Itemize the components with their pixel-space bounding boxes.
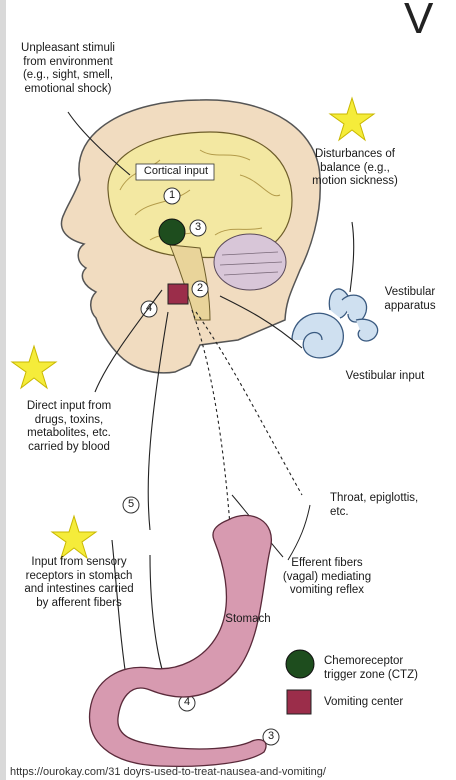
brain [107,131,293,259]
star-icon [50,514,98,560]
stomach [88,514,273,768]
number-2: 2 [196,282,204,294]
number-4-brain: 4 [145,302,153,314]
label-unpleasant-stimuli: Unpleasant stimuli from environment (e.g… [21,42,115,95]
vomiting-center-marker [167,283,189,305]
source-link[interactable]: https://ourokay.com/31 doyrs-used-to-tre… [10,766,326,778]
legend-ctz-label: Chemoreceptor trigger zone (CTZ) [324,655,418,681]
label-sensory-input: Input from sensory receptors in stomach … [24,556,134,609]
label-efferent-fibers: Efferent fibers (vagal) mediating vomiti… [282,557,372,596]
efferent-dashed-lines [191,309,303,556]
number-1: 1 [168,189,176,201]
number-4-stomach: 4 [183,696,191,708]
slide-title: V [404,0,434,43]
number-3: 3 [194,221,202,233]
number-5: 5 [127,498,135,510]
label-stomach: Stomach [225,613,271,625]
label-vestibular-input: Vestibular input [345,370,425,382]
label-vestibular-apparatus: Vestibular apparatus [384,286,436,312]
label-throat: Throat, epiglottis, etc. [330,492,419,518]
star-icon [328,96,376,142]
brainstem [169,244,211,321]
ctz-marker [158,218,186,246]
number-3-bottom: 3 [267,730,275,742]
connector-lines [67,111,355,691]
vestibular-apparatus [291,288,379,359]
label-direct-input: Direct input from drugs, toxins, metabol… [26,400,112,453]
label-cortical-input: Cortical input [143,165,209,177]
cortical-input-box [135,163,215,181]
legend-vomiting-center-label: Vomiting center [324,696,404,708]
label-disturbances-balance: Disturbances of balance (e.g., motion si… [312,148,398,187]
legend-ctz-icon [285,649,315,679]
star-icon [10,344,58,390]
legend-vomiting-center-icon [286,689,312,715]
number-circles [122,187,280,746]
left-border [0,0,6,780]
cerebellum [213,233,287,291]
